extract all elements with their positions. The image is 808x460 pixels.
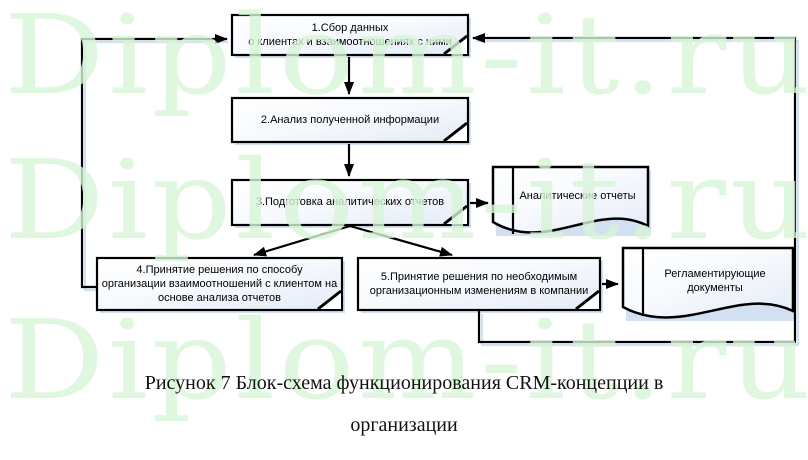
process-box-3-label: 3.Подготовка аналитических отчетов: [232, 180, 468, 225]
document-spines: [511, 168, 645, 316]
box4-line1: 4.Принятие решения по способу: [136, 263, 303, 276]
process-box-5: [356, 256, 602, 312]
process-box-4-label: 4.Принятие решения по способу организаци…: [97, 258, 342, 310]
process-box-1: [230, 13, 470, 57]
box1-line2: о клиентах и взаимоотношениях с ними: [248, 36, 452, 48]
process-box-2: [230, 96, 470, 144]
process-box-4: [95, 256, 344, 312]
document-regulatory: [621, 246, 795, 319]
process-box-2-label: 2.Анализ полученной информации: [232, 98, 468, 142]
feedback-loop-right: [472, 33, 797, 344]
box1-line1: 1.Сбор данных: [311, 21, 389, 34]
box3-line1: 3.Подготовка аналитических отчетов: [255, 196, 445, 209]
process-box-5-label: 5.Принятие решения по необходимым органи…: [358, 258, 600, 310]
box2-line1: 2.Анализ полученной информации: [260, 113, 440, 126]
arrow-box3-to-box5: [349, 224, 453, 257]
box5-line2: организационным изменениям в компании: [369, 285, 589, 297]
doc2-line1: Регламентирующие: [664, 267, 766, 280]
document-analytical-reports: [491, 165, 650, 234]
box5-line1: 5.Принятие решения по необходимым: [380, 270, 578, 283]
figure-caption-line2: организации: [350, 414, 458, 436]
process-box-1-label: 1.Сбор данных о клиентах и взаимоотношен…: [232, 15, 468, 55]
document-regulatory-label: Регламентирующие документы: [637, 252, 793, 310]
box4-line2: организации взаимоотношений с клиентом н…: [101, 277, 338, 290]
process-box-3: [230, 178, 470, 227]
feedback-loop-left: [80, 34, 228, 289]
arrow-box3-to-box4: [253, 224, 351, 257]
figure-caption-line1: Рисунок 7 Блок-схема функционирования CR…: [144, 372, 664, 394]
document-analytical-reports-label: Аналитические отчеты: [507, 170, 648, 222]
line-shadows: [83, 39, 800, 347]
doc1-line1: Аналитические отчеты: [519, 189, 636, 202]
box4-line3: основе анализа отчетов: [157, 292, 282, 305]
doc2-line2: документы: [687, 282, 743, 294]
folded-corners: [317, 34, 600, 311]
